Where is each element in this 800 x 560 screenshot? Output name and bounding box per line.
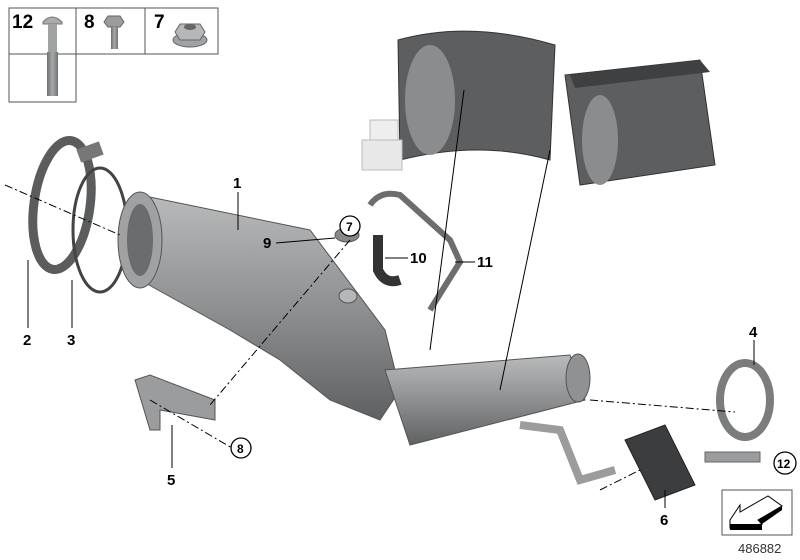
callout-12-circled: 12 <box>773 451 797 475</box>
callout-4: 4 <box>749 324 758 341</box>
callout-8-circled: 8 <box>230 437 252 459</box>
callout-8-text: 8 <box>237 442 244 456</box>
callout-10: 10 <box>410 250 427 267</box>
hardware-box: 12 8 7 <box>8 7 219 103</box>
hardware-label-8: 8 <box>84 12 95 33</box>
callout-7-text: 7 <box>346 220 353 234</box>
callout-2: 2 <box>23 332 31 349</box>
callout-9: 9 <box>263 235 271 252</box>
screw-icon <box>103 15 125 49</box>
hose-part-10 <box>373 235 402 287</box>
bolt-icon <box>42 16 63 96</box>
callout-3: 3 <box>67 332 75 349</box>
rubber-hanger-part-6 <box>624 424 696 501</box>
rear-pipe <box>384 353 617 485</box>
nut-icon <box>172 23 208 48</box>
callout-6: 6 <box>660 512 668 529</box>
callout-12-text: 12 <box>777 457 791 471</box>
bracket-part-5 <box>134 374 216 431</box>
hardware-label-12: 12 <box>12 12 33 33</box>
callout-11: 11 <box>477 254 493 271</box>
heat-shield-upper <box>397 30 556 161</box>
hardware-label-7: 7 <box>154 12 165 33</box>
leader-lines <box>4 89 755 508</box>
heat-shield-lower <box>564 59 716 186</box>
callout-5: 5 <box>167 472 175 489</box>
pressure-pipe-part-11 <box>367 190 464 312</box>
arrow-icon <box>730 506 782 530</box>
callout-1: 1 <box>233 175 241 192</box>
pressure-sensor <box>361 119 403 171</box>
catalytic-converter-part-1 <box>117 191 401 421</box>
document-number: 486882 <box>738 541 781 556</box>
clamp-part-4 <box>704 359 774 463</box>
view-direction-symbol <box>721 489 793 536</box>
callout-7-circled: 7 <box>339 215 361 237</box>
clamp-part-2 <box>28 136 104 274</box>
